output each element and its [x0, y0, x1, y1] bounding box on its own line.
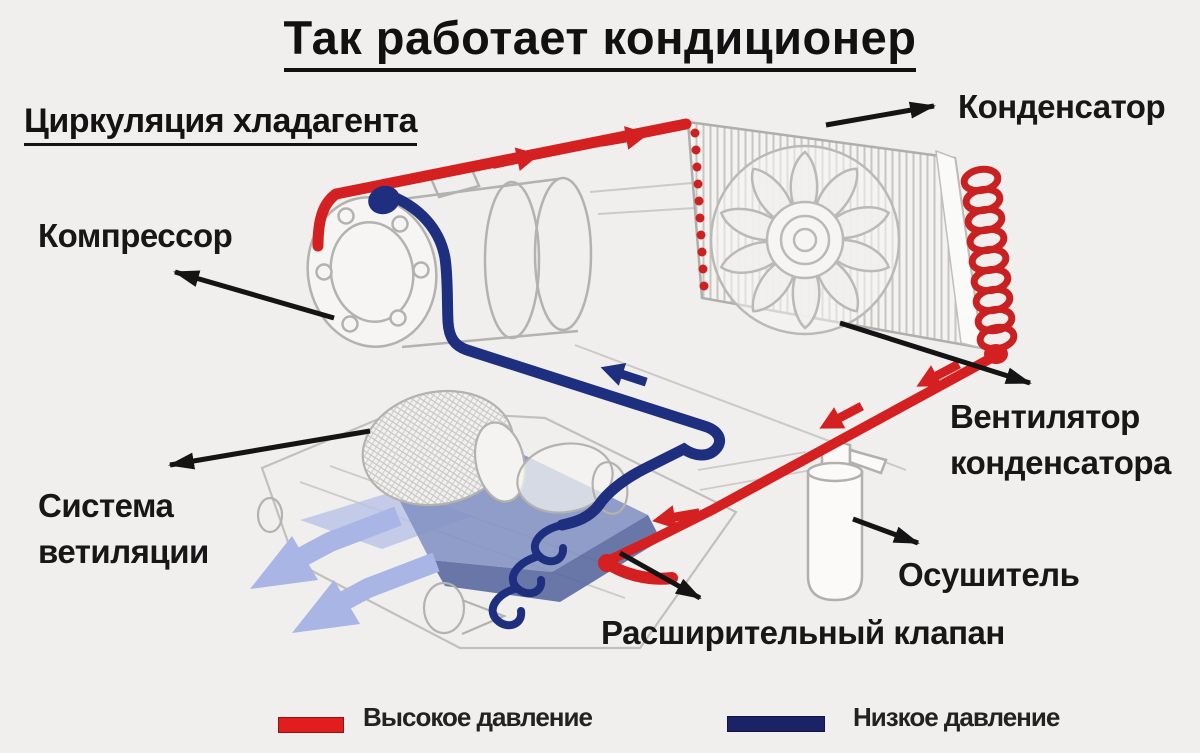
legend-high-pressure-label: Высокое давление	[363, 702, 593, 732]
low-pressure-pipe	[368, 185, 725, 630]
ventilation-label-line1: Система	[38, 487, 174, 524]
subtitle-text: Циркуляция хладагента	[24, 102, 418, 146]
page-title: Так работает кондиционер	[0, 10, 1200, 72]
title-text: Так работает кондиционер	[283, 10, 917, 72]
condenser-fan-label: Вентилятор конденсатора	[950, 394, 1171, 486]
ventilation-label-line2: ветиляции	[38, 533, 209, 570]
legend-low-pressure-label: Низкое давление	[853, 702, 1060, 732]
condenser-left-coil	[690, 128, 709, 291]
condenser-right-coil	[960, 165, 1018, 353]
compressor-drawing	[306, 163, 907, 471]
expansion-valve-label: Расширительный клапан	[601, 614, 1005, 651]
arrow-to-condenser-label	[825, 101, 936, 128]
subtitle: Циркуляция хладагента	[24, 102, 418, 146]
airflow-arrows	[250, 506, 440, 633]
arrow-to-ventilation-label	[168, 428, 371, 470]
annotation-arrows	[168, 101, 1032, 601]
condenser-fan-label-line1: Вентилятор	[950, 398, 1140, 435]
condenser-fan-label-line2: конденсатора	[950, 444, 1171, 481]
ventilation-label: Система ветиляции	[38, 483, 209, 575]
evaporator-coil	[488, 521, 567, 630]
drier-label: Осушитель	[898, 556, 1080, 593]
condenser-drawing	[686, 120, 984, 350]
arrow-to-expansion-label	[618, 550, 702, 601]
arrow-to-fan-label	[839, 320, 1032, 386]
drier-drawing	[806, 438, 888, 602]
legend-low-pressure-swatch	[727, 716, 825, 732]
compressor-label: Компрессор	[38, 217, 233, 254]
low-pressure-flow-arrow	[596, 355, 650, 394]
condenser-fan-drawing	[709, 144, 901, 336]
legend-high-pressure-swatch	[278, 717, 344, 733]
arrow-to-compressor-label	[173, 269, 335, 321]
condenser-label: Конденсатор	[958, 88, 1166, 125]
arrow-to-drier-label	[852, 516, 920, 546]
